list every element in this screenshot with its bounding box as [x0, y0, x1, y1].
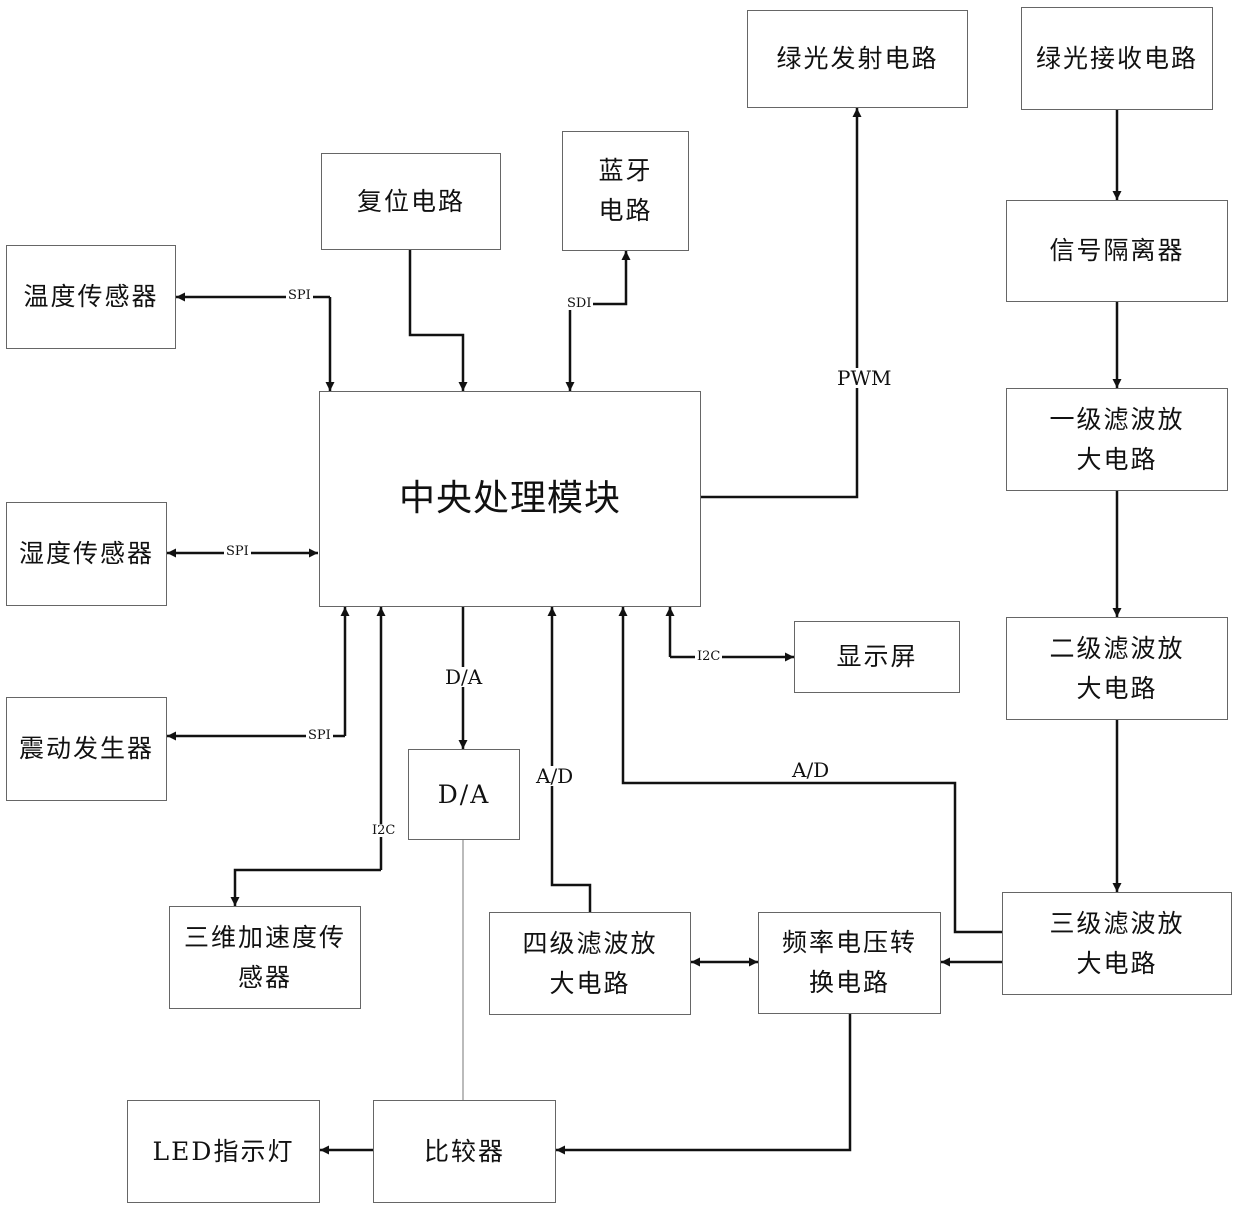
filter2-box: 二级滤波放 大电路 — [1006, 617, 1228, 720]
ad-filter4-label: A/D — [535, 766, 574, 786]
bluetooth-label-2: 电路 — [598, 191, 652, 231]
comparator-box: 比较器 — [373, 1100, 556, 1203]
filter2-label-2: 大电路 — [1076, 669, 1157, 709]
signal-isolator-label: 信号隔离器 — [1049, 231, 1184, 271]
cpu-label: 中央处理模块 — [399, 470, 621, 528]
led-box: LED指示灯 — [127, 1100, 320, 1203]
signal-isolator-box: 信号隔离器 — [1006, 200, 1228, 302]
edge-accel — [235, 870, 381, 906]
green-recv-box: 绿光接收电路 — [1021, 7, 1213, 110]
reset-label: 复位电路 — [357, 182, 465, 222]
temp-sensor-label: 温度传感器 — [23, 277, 158, 317]
temp-sensor-box: 温度传感器 — [6, 245, 176, 349]
display-box: 显示屏 — [794, 621, 960, 693]
cpu-box: 中央处理模块 — [319, 391, 701, 607]
edge-reset-cpu — [410, 250, 463, 391]
da-box: D/A — [408, 749, 520, 840]
pwm-label: PWM — [836, 368, 893, 388]
green-recv-label: 绿光接收电路 — [1036, 39, 1198, 79]
bluetooth-box: 蓝牙 电路 — [562, 131, 689, 251]
spi-temp-label: SPI — [286, 289, 313, 302]
da-line-label: D/A — [444, 667, 483, 687]
bluetooth-label-1: 蓝牙 — [598, 151, 652, 191]
green-emit-box: 绿光发射电路 — [747, 10, 968, 108]
freq-volt-label-1: 频率电压转 — [782, 923, 917, 963]
filter4-box: 四级滤波放 大电路 — [489, 912, 691, 1015]
edge-pwm — [701, 108, 857, 497]
freq-volt-box: 频率电压转 换电路 — [758, 912, 941, 1014]
da-box-label: D/A — [438, 775, 491, 815]
sdi-label: SDI — [565, 297, 593, 310]
edge-fv-comparator — [556, 1014, 850, 1150]
vibration-box: 震动发生器 — [6, 697, 167, 801]
filter1-box: 一级滤波放 大电路 — [1006, 388, 1228, 491]
vibration-label: 震动发生器 — [19, 729, 154, 769]
accel-box: 三维加速度传 感器 — [169, 906, 361, 1009]
accel-label-2: 感器 — [238, 958, 292, 998]
filter1-label-1: 一级滤波放 — [1049, 400, 1184, 440]
i2c-accel-label: I2C — [370, 824, 397, 837]
ad-fv-label: A/D — [791, 760, 830, 780]
edge-ad-filter4 — [552, 607, 590, 912]
spi-vib-label: SPI — [306, 729, 333, 742]
filter4-label-2: 大电路 — [549, 964, 630, 1004]
spi-humid-label: SPI — [224, 545, 251, 558]
reset-box: 复位电路 — [321, 153, 501, 250]
filter3-label-2: 大电路 — [1076, 944, 1157, 984]
filter3-box: 三级滤波放 大电路 — [1002, 892, 1232, 995]
led-label: LED指示灯 — [153, 1132, 295, 1172]
display-label: 显示屏 — [836, 637, 917, 677]
filter4-label-1: 四级滤波放 — [522, 924, 657, 964]
comparator-label: 比较器 — [424, 1132, 505, 1172]
filter3-label-1: 三级滤波放 — [1049, 904, 1184, 944]
green-emit-label: 绿光发射电路 — [776, 39, 938, 79]
humid-sensor-label: 湿度传感器 — [19, 534, 154, 574]
accel-label-1: 三维加速度传 — [184, 918, 346, 958]
freq-volt-label-2: 换电路 — [809, 963, 890, 1003]
i2c-display-label: I2C — [695, 650, 722, 663]
filter2-label-1: 二级滤波放 — [1049, 629, 1184, 669]
filter1-label-2: 大电路 — [1076, 440, 1157, 480]
humid-sensor-box: 湿度传感器 — [6, 502, 167, 606]
